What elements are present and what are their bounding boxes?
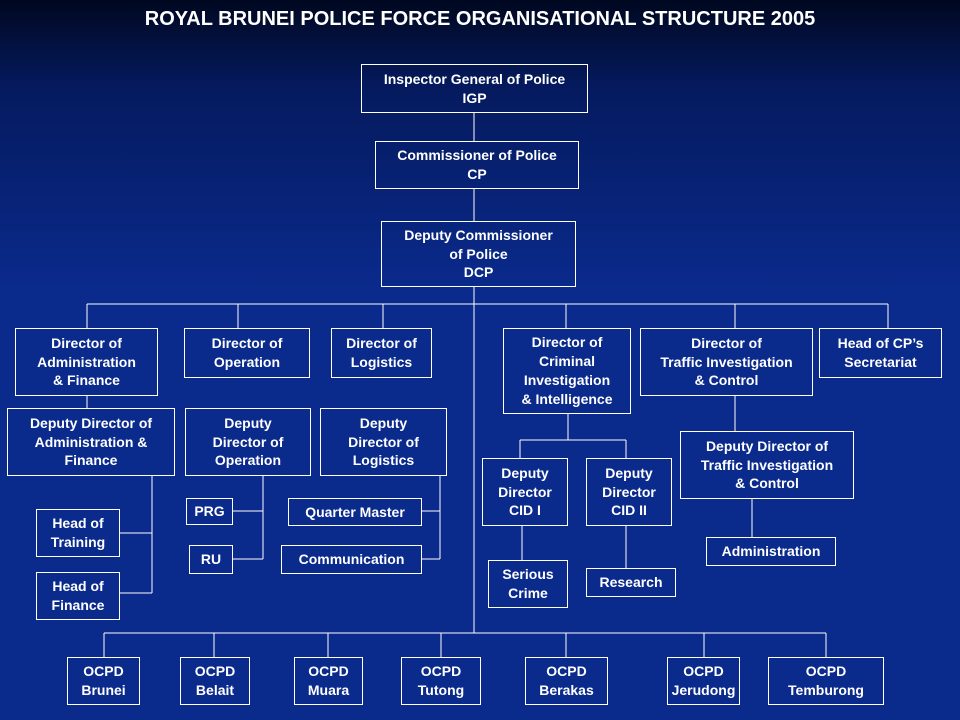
node-deputy-logistics: Deputy Director of Logistics [320, 408, 447, 476]
node-igp: Inspector General of Police IGP [361, 64, 588, 113]
node-deputy-cid-1: Deputy Director CID I [482, 458, 568, 526]
node-ocpd-brunei: OCPD Brunei [67, 657, 140, 705]
node-deputy-traffic: Deputy Director of Traffic Investigation… [680, 431, 854, 499]
node-director-traffic: Director of Traffic Investigation & Cont… [640, 328, 813, 396]
node-ocpd-tutong: OCPD Tutong [401, 657, 481, 705]
node-ocpd-muara: OCPD Muara [294, 657, 363, 705]
node-director-logistics: Director of Logistics [331, 328, 432, 378]
node-deputy-administration: Deputy Director of Administration & Fina… [7, 408, 175, 476]
node-quarter-master: Quarter Master [288, 498, 422, 526]
node-director-administration: Director of Administration & Finance [15, 328, 158, 396]
node-prg: PRG [186, 498, 233, 525]
node-research: Research [586, 568, 676, 597]
node-cp: Commissioner of Police CP [375, 141, 579, 189]
page-title: ROYAL BRUNEI POLICE FORCE ORGANISATIONAL… [144, 8, 816, 30]
node-head-cp-secretariat: Head of CP’s Secretariat [819, 328, 942, 378]
node-director-operation: Director of Operation [184, 328, 310, 378]
node-administration: Administration [706, 537, 836, 566]
node-ocpd-jerudong: OCPD Jerudong [667, 657, 740, 705]
node-ocpd-belait: OCPD Belait [180, 657, 250, 705]
node-communication: Communication [281, 545, 422, 574]
node-head-training: Head of Training [36, 509, 120, 557]
node-ru: RU [189, 545, 233, 574]
node-ocpd-temburong: OCPD Temburong [768, 657, 884, 705]
node-deputy-cid-2: Deputy Director CID II [586, 458, 672, 526]
node-ocpd-berakas: OCPD Berakas [525, 657, 608, 705]
node-serious-crime: Serious Crime [488, 560, 568, 608]
node-dcp: Deputy Commissioner of Police DCP [381, 221, 576, 287]
node-head-finance: Head of Finance [36, 572, 120, 620]
node-deputy-operation: Deputy Director of Operation [185, 408, 311, 476]
node-director-criminal-investigation: Director of Criminal Investigation & Int… [503, 328, 631, 414]
